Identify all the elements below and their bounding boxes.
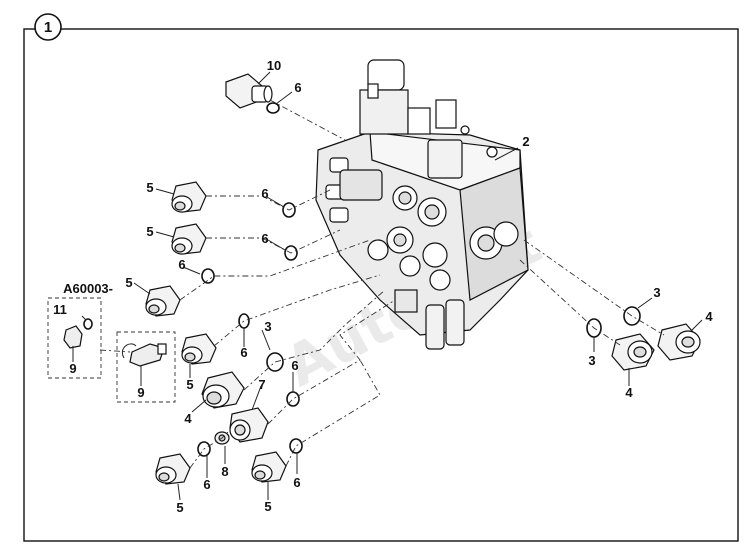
callout-5: 5	[146, 180, 153, 195]
o-ring-item-6	[286, 391, 300, 407]
callout-6: 6	[261, 186, 268, 201]
fitting-item-5-a	[171, 181, 207, 213]
callout-3: 3	[264, 319, 271, 334]
callout-8: 8	[221, 464, 228, 479]
o-ring-item-3	[266, 352, 284, 372]
callout-6: 6	[178, 257, 185, 272]
o-ring-item-3	[623, 306, 641, 326]
o-ring-item-6	[201, 268, 215, 284]
group-label-a60003: A60003-	[63, 281, 113, 296]
o-ring-item-6	[284, 245, 298, 261]
callout-5: 5	[264, 499, 271, 514]
callout-7: 7	[258, 377, 265, 392]
control-valve-body	[315, 59, 529, 350]
callout-5: 5	[146, 224, 153, 239]
callout-9: 9	[137, 385, 144, 400]
o-ring-item-6	[197, 441, 211, 457]
callout-11: 11	[53, 302, 67, 317]
sensor-subgroup-box	[116, 331, 176, 403]
fitting-item-5-b	[171, 223, 207, 255]
o-ring-item-6	[289, 438, 303, 454]
diagram-frame	[23, 28, 739, 542]
callout-6: 6	[240, 345, 247, 360]
sensor-item-9-b	[122, 343, 167, 367]
callout-3: 3	[653, 285, 660, 300]
callout-4: 4	[705, 309, 713, 324]
fitting-item-5-f	[251, 451, 287, 483]
callout-6: 6	[291, 358, 298, 373]
fitting-item-10	[225, 73, 273, 109]
callout-5: 5	[186, 377, 193, 392]
section-number-circle	[34, 13, 62, 41]
section-number: 1	[44, 19, 52, 36]
fitting-item-4-right-a	[611, 333, 655, 371]
plug-item-9-a	[63, 318, 93, 349]
callout-6: 6	[293, 475, 300, 490]
callout-9: 9	[69, 361, 76, 376]
callout-5: 5	[125, 275, 132, 290]
o-ring-item-6	[282, 202, 296, 218]
o-ring-item-6	[266, 102, 280, 114]
fitting-item-5-e	[155, 453, 191, 485]
fitting-item-4-right-b	[657, 323, 701, 361]
callout-4: 4	[625, 385, 633, 400]
callout-6: 6	[294, 80, 301, 95]
callout-6: 6	[203, 477, 210, 492]
a60003-subgroup-box	[47, 297, 102, 379]
fitting-item-4-left	[201, 371, 245, 409]
callout-10: 10	[267, 58, 281, 73]
fitting-item-5-c	[145, 285, 181, 317]
o-ring-item-6	[238, 313, 250, 329]
leader-lines	[72, 71, 703, 501]
fitting-item-5-d	[181, 333, 217, 365]
adapter-item-7	[229, 407, 269, 443]
callout-2: 2	[522, 134, 529, 149]
callout-3: 3	[588, 353, 595, 368]
callout-6: 6	[261, 231, 268, 246]
callout-4: 4	[184, 411, 192, 426]
callout-5: 5	[176, 500, 183, 515]
